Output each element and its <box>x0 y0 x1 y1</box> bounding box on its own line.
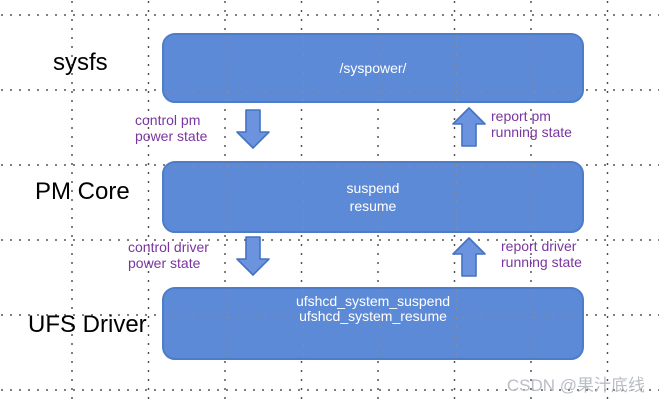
connector-label-control-pm: control pm power state <box>135 112 208 144</box>
box-syspower: /syspower/ <box>162 33 584 103</box>
connector-label-report-pm: report pm running state <box>491 108 572 140</box>
down-arrow-icon <box>236 109 270 149</box>
layer-label-pm-core: PM Core <box>35 178 130 205</box>
up-arrow-icon <box>452 237 486 277</box>
connector-label-control-driver: control driver power state <box>128 239 209 271</box>
connector-label-report-driver: report driver running state <box>501 238 582 270</box>
box-ufs-driver: ufshcd_system_suspend ufshcd_system_resu… <box>162 287 584 360</box>
box-syspower-text: /syspower/ <box>339 60 407 76</box>
box-pm-core-text: suspend resume <box>346 180 400 214</box>
layer-label-ufs-driver: UFS Driver <box>28 311 147 338</box>
up-arrow-icon <box>452 107 486 147</box>
down-arrow-icon <box>236 236 270 276</box>
box-pm-core: suspend resume <box>162 161 584 233</box>
layer-label-sysfs: sysfs <box>53 49 108 76</box>
watermark-text: CSDN @果汁底线 <box>506 376 645 395</box>
box-ufs-driver-text: ufshcd_system_suspend ufshcd_system_resu… <box>295 293 451 324</box>
